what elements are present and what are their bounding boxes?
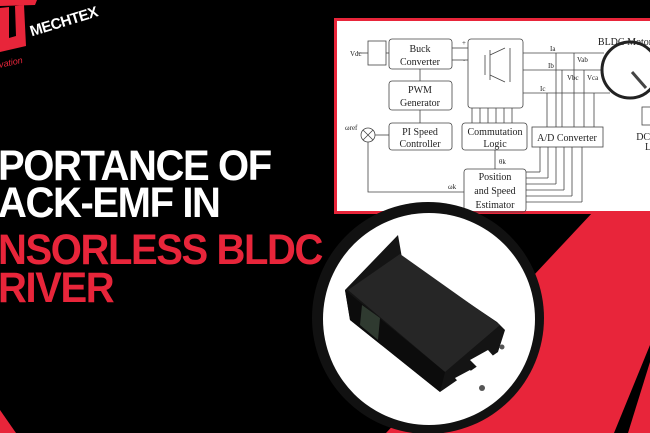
inverter-block xyxy=(467,38,524,109)
pi-controller-block xyxy=(388,122,453,151)
black-stripe xyxy=(614,345,650,433)
headline-line-4: RIVER xyxy=(0,264,115,312)
ic-label: Ic xyxy=(540,85,545,93)
wk-label: ωk xyxy=(448,183,457,191)
headline-line-2: ACK-EMF IN xyxy=(0,179,221,227)
vbc-label: Vbc xyxy=(567,74,579,82)
buck-converter-block xyxy=(388,38,453,70)
buck-label-2: Converter xyxy=(400,57,441,68)
red-corner xyxy=(0,410,16,433)
load-label-2: L xyxy=(645,142,650,153)
vdc-label: Vdc xyxy=(350,50,362,58)
ia-label: Ia xyxy=(550,45,556,53)
theta-label: θk xyxy=(499,158,506,166)
load-label-1: DC G xyxy=(636,132,650,143)
estimator-label-2: and Speed xyxy=(474,186,515,197)
vab-label: Vab xyxy=(577,56,588,64)
adc-block xyxy=(531,126,604,148)
pwm-label-1: PWM xyxy=(408,85,432,96)
headline-line-1: PORTANCE OF xyxy=(0,142,272,190)
minus-label: - xyxy=(463,56,466,64)
wref-label: ωref xyxy=(345,124,358,132)
logo xyxy=(0,0,37,52)
commutation-label-2: Logic xyxy=(483,139,507,150)
bldc-driver-icon xyxy=(345,235,505,392)
estimator-label-3: Estimator xyxy=(476,200,516,211)
estimator-label-1: Position xyxy=(479,172,512,183)
pwm-generator-block xyxy=(388,80,453,111)
ib-label: Ib xyxy=(548,62,554,70)
pi-label-2: Controller xyxy=(399,139,441,150)
plus-label: + xyxy=(462,39,466,47)
headline-line-3: NSORLESS BLDC xyxy=(0,226,323,274)
pi-label-1: PI Speed xyxy=(402,127,438,138)
adc-label: A/D Converter xyxy=(537,133,597,144)
commutation-label-1: Commutation xyxy=(468,127,523,138)
motor-label: BLDC Motor xyxy=(598,37,650,48)
commutation-logic-block xyxy=(461,122,528,151)
buck-label-1: Buck xyxy=(409,44,430,55)
vca-label: Vca xyxy=(587,74,599,82)
motor-icon xyxy=(600,40,650,100)
pwm-label-2: Generator xyxy=(400,98,441,109)
